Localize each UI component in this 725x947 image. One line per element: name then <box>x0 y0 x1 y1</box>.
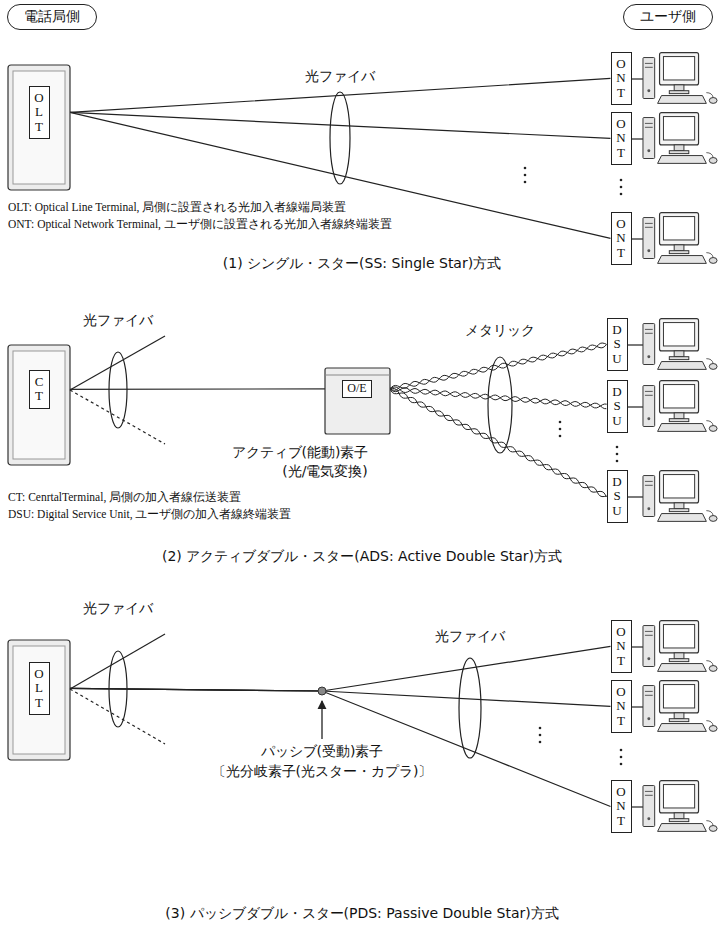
ellipsis-dots <box>620 179 623 196</box>
node-text: DSU <box>611 323 624 366</box>
node-text: CT <box>33 375 46 404</box>
side-badge: 電話局側 <box>7 4 97 30</box>
node-text: OLT <box>33 667 46 710</box>
note-text: DSU: Digital Service Unit, ユーザ側の加入者線終端装置 <box>8 507 291 521</box>
node-text: ONT <box>615 57 628 100</box>
side-badge: ユーザ側 <box>623 4 713 30</box>
fiber-stub <box>70 390 165 444</box>
node-text: ユーザ側 <box>640 8 696 24</box>
bundle-ellipse <box>488 357 512 453</box>
medium-label: 光ファイバ <box>305 68 375 86</box>
terminal-box: OLT <box>29 662 50 715</box>
terminal-box: ONT <box>611 680 632 733</box>
computer-icon <box>643 621 717 672</box>
ellipsis-dots <box>539 727 542 744</box>
cabinet <box>8 65 70 190</box>
terminal-box: ONT <box>611 212 632 265</box>
computer-icon <box>643 113 717 164</box>
node-text: ONT <box>615 685 628 728</box>
note-text: OLT: Optical Line Terminal, 局側に設置される光加入者… <box>8 200 346 214</box>
converter-box: O/E <box>342 380 371 398</box>
node-text: DSU <box>611 475 624 518</box>
node-text: OLT <box>33 91 46 134</box>
terminal-box: ONT <box>611 52 632 105</box>
node-text: ONT <box>615 785 628 828</box>
computer-icon <box>643 319 717 370</box>
terminal-box: DSU <box>607 470 628 523</box>
element-label: アクティブ(能動)素子 <box>232 444 369 462</box>
fiber-line <box>50 388 343 390</box>
ellipsis-dots <box>616 446 619 463</box>
fiber-line <box>50 688 611 806</box>
computer-icon <box>643 681 717 732</box>
cabinet <box>8 640 70 760</box>
pointer-arrow <box>321 701 322 739</box>
fiber-stub <box>70 336 165 390</box>
terminal-box: CT <box>29 370 50 409</box>
cabinet <box>8 345 70 465</box>
computer-icon <box>643 213 717 264</box>
pc-link <box>632 647 643 807</box>
node-text: ONT <box>615 625 628 668</box>
node-text: 電話局側 <box>24 8 80 24</box>
node-text: DSU <box>611 385 624 428</box>
note-text: ONT: Optical Network Terminal, ユーザ側に設置され… <box>8 217 392 231</box>
ellipsis-dots <box>524 167 527 184</box>
computer-icon <box>643 381 717 432</box>
computer-icon <box>643 53 717 104</box>
optical-splitter <box>318 687 326 695</box>
terminal-box: ONT <box>611 112 632 165</box>
pc-link <box>628 345 643 497</box>
node-text: ONT <box>615 117 628 160</box>
computer-icon <box>643 781 717 832</box>
computer-icon <box>643 471 717 522</box>
note-text: CT: CenrtalTerminal, 局側の加入者線伝送装置 <box>8 490 241 504</box>
medium-label: 光ファイバ <box>435 628 505 646</box>
bundle-ellipse <box>109 352 127 428</box>
terminal-box: ONT <box>611 620 632 673</box>
element-label: 〔光分岐素子(光スター・カプラ)〕 <box>212 763 433 781</box>
bundle-ellipse <box>459 658 481 758</box>
terminal-box: OLT <box>29 86 50 139</box>
ellipsis-dots <box>559 421 562 438</box>
fiber-line <box>50 646 611 691</box>
medium-label: 光ファイバ <box>83 600 153 618</box>
pc-link <box>632 79 643 239</box>
figure-caption: (2) アクティブダブル・スター(ADS: Active Double Star… <box>162 548 562 566</box>
node-text: ONT <box>615 217 628 260</box>
fiber-stub <box>70 689 165 744</box>
fiber-stub <box>70 634 165 689</box>
element-label: パッシブ(受動)素子 <box>261 743 384 761</box>
element-label: (光/電気変換) <box>282 463 368 481</box>
terminal-box: DSU <box>607 380 628 433</box>
terminal-box: DSU <box>607 318 628 371</box>
terminal-box: ONT <box>611 780 632 833</box>
figure-caption: (1) シングル・スター(SS: Single Star)方式 <box>223 255 501 273</box>
node-text: O/E <box>347 381 366 395</box>
bundle-ellipse <box>109 651 127 727</box>
metallic-pair <box>372 387 607 497</box>
figure-caption: (3) パッシブダブル・スター(PDS: Passive Double Star… <box>165 905 558 923</box>
ellipsis-dots <box>620 749 623 766</box>
fiber-line <box>50 688 611 706</box>
medium-label: メタリック <box>465 322 535 340</box>
bundle-ellipse <box>330 92 350 184</box>
active-device <box>325 368 390 434</box>
medium-label: 光ファイバ <box>83 312 153 330</box>
